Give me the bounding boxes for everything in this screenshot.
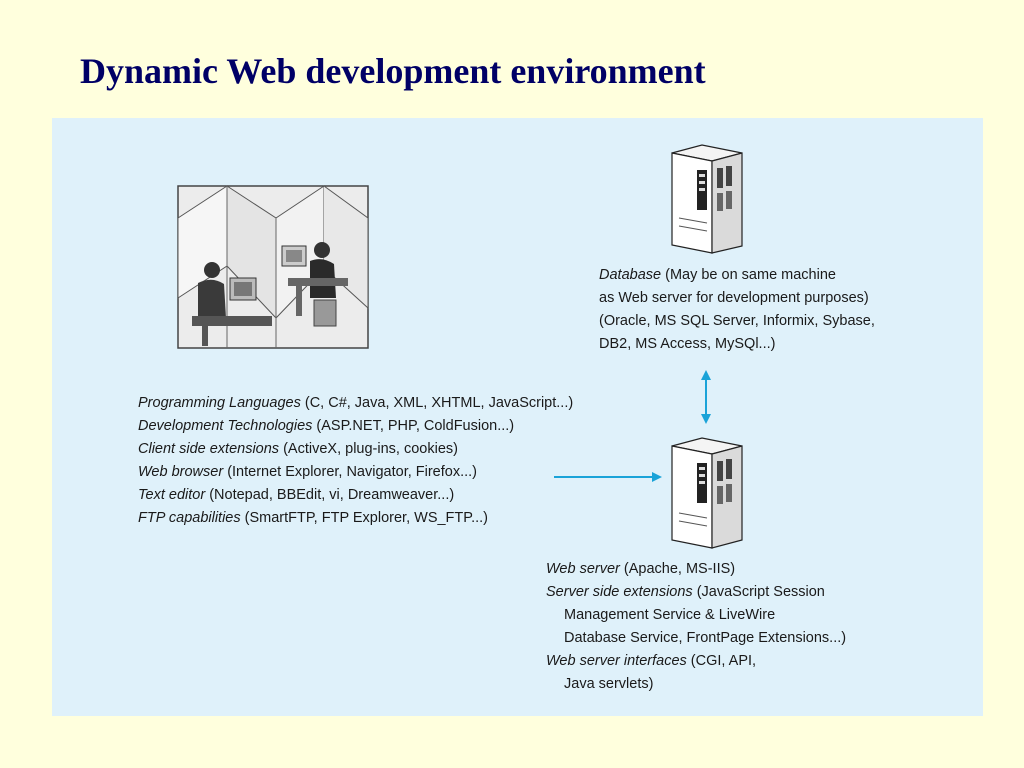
webserver-detail: (Apache, MS-IIS) xyxy=(623,561,736,577)
client-item: Web browser (Internet Explorer, Navigato… xyxy=(138,461,573,484)
client-item-detail: (SmartFTP, FTP Explorer, WS_FTP...) xyxy=(244,510,488,526)
database-line-1: (May be on same machine xyxy=(665,267,836,283)
client-item-detail: (ASP.NET, PHP, ColdFusion...) xyxy=(316,418,515,434)
database-line-3: (Oracle, MS SQL Server, Informix, Sybase… xyxy=(599,313,875,329)
server-extensions-line-3: Database Service, FrontPage Extensions..… xyxy=(564,630,847,646)
client-item-label: Development Technologies xyxy=(138,418,313,434)
client-item-label: FTP capabilities xyxy=(138,510,241,526)
web-server-icon xyxy=(671,437,743,549)
diagram-panel: Database (May be on same machine as Web … xyxy=(52,118,983,716)
server-extensions-detail: (JavaScript Session xyxy=(696,584,825,600)
client-item-detail: (ActiveX, plug-ins, cookies) xyxy=(283,441,458,457)
database-line-2: as Web server for development purposes) xyxy=(599,290,869,306)
database-line-4: DB2, MS Access, MySQl...) xyxy=(599,336,776,352)
server-extensions-label: Server side extensions xyxy=(546,584,693,600)
client-item-label: Programming Languages xyxy=(138,395,301,411)
client-item-label: Text editor xyxy=(138,487,206,503)
client-item: Client side extensions (ActiveX, plug-in… xyxy=(138,438,573,461)
webserver-description: Web server (Apache, MS-IIS) Server side … xyxy=(546,558,846,696)
webserver-interfaces-label: Web server interfaces xyxy=(546,653,687,669)
webserver-label: Web server xyxy=(546,561,620,577)
developer-workstation-icon xyxy=(177,185,369,349)
client-item: Development Technologies (ASP.NET, PHP, … xyxy=(138,415,573,438)
client-item: Text editor (Notepad, BBEdit, vi, Dreamw… xyxy=(138,484,573,507)
server-extensions-line-2: Management Service & LiveWire xyxy=(564,607,776,623)
client-item-detail: (Notepad, BBEdit, vi, Dreamweaver...) xyxy=(209,487,455,503)
client-item-label: Web browser xyxy=(138,464,224,480)
webserver-interfaces-line-2: Java servlets) xyxy=(564,676,654,692)
database-server-icon xyxy=(671,144,743,254)
client-tools-description: Programming Languages (C, C#, Java, XML,… xyxy=(138,392,573,530)
database-label: Database xyxy=(599,267,662,283)
client-item-label: Client side extensions xyxy=(138,441,280,457)
diagram-illustration xyxy=(177,144,743,549)
client-item: Programming Languages (C, C#, Java, XML,… xyxy=(138,392,573,415)
slide-title: Dynamic Web development environment xyxy=(80,51,706,91)
client-item: FTP capabilities (SmartFTP, FTP Explorer… xyxy=(138,507,573,530)
client-item-detail: (C, C#, Java, XML, XHTML, JavaScript...) xyxy=(304,395,574,411)
webserver-interfaces-detail: (CGI, API, xyxy=(690,653,757,669)
client-item-detail: (Internet Explorer, Navigator, Firefox..… xyxy=(227,464,478,480)
database-description: Database (May be on same machine as Web … xyxy=(599,264,875,356)
